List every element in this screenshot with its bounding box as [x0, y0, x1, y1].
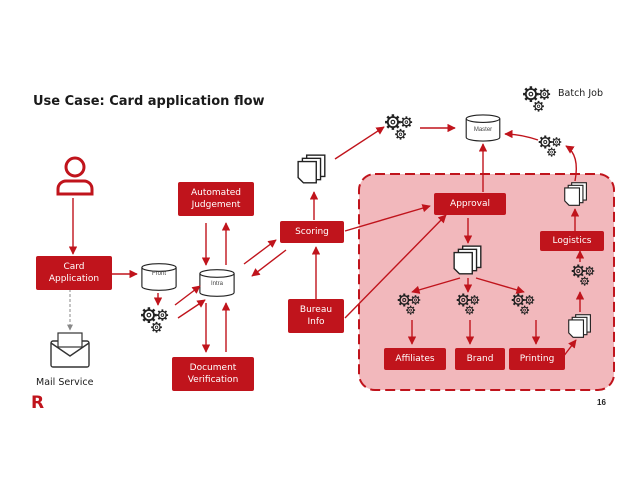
- intra-database-label: Intra: [210, 281, 223, 287]
- mail-icon: [50, 332, 90, 368]
- gears-icon-logistics: [539, 135, 562, 156]
- scoring-node: Scoring: [280, 221, 344, 243]
- mail-service-label: Mail Service: [36, 377, 94, 388]
- affiliates-node: Affiliates: [384, 348, 446, 370]
- page-number: 16: [597, 398, 606, 407]
- approval-node: Approval: [434, 193, 506, 215]
- document-verification-node: Document Verification: [172, 357, 254, 391]
- master-database-label: Master: [473, 127, 493, 133]
- documents-icon-logistics: [564, 182, 587, 206]
- user-icon: [56, 156, 94, 196]
- bureau-info-node: Bureau Info: [288, 299, 344, 333]
- front-database-icon: [141, 263, 177, 291]
- documents-icon-approval: [453, 245, 482, 275]
- batch-job-label: Batch Job: [558, 88, 603, 99]
- documents-icon-printing: [568, 314, 591, 338]
- brand-node: Brand: [455, 348, 505, 370]
- card-application-node: Card Application: [36, 256, 112, 290]
- logo: R: [31, 393, 45, 413]
- automated-judgement-node: Automated Judgement: [178, 182, 254, 216]
- front-database-label: Front: [151, 271, 166, 277]
- processing-region: [358, 173, 615, 391]
- printing-node: Printing: [509, 348, 565, 370]
- gears-icon-scoring: [385, 114, 412, 139]
- logistics-node: Logistics: [540, 231, 604, 251]
- gears-icon-batch: [523, 86, 550, 111]
- documents-icon-scoring: [297, 154, 326, 184]
- page-title: Use Case: Card application flow: [33, 94, 265, 109]
- flow-arrows: [68, 123, 585, 358]
- gears-icon-front: [141, 307, 168, 332]
